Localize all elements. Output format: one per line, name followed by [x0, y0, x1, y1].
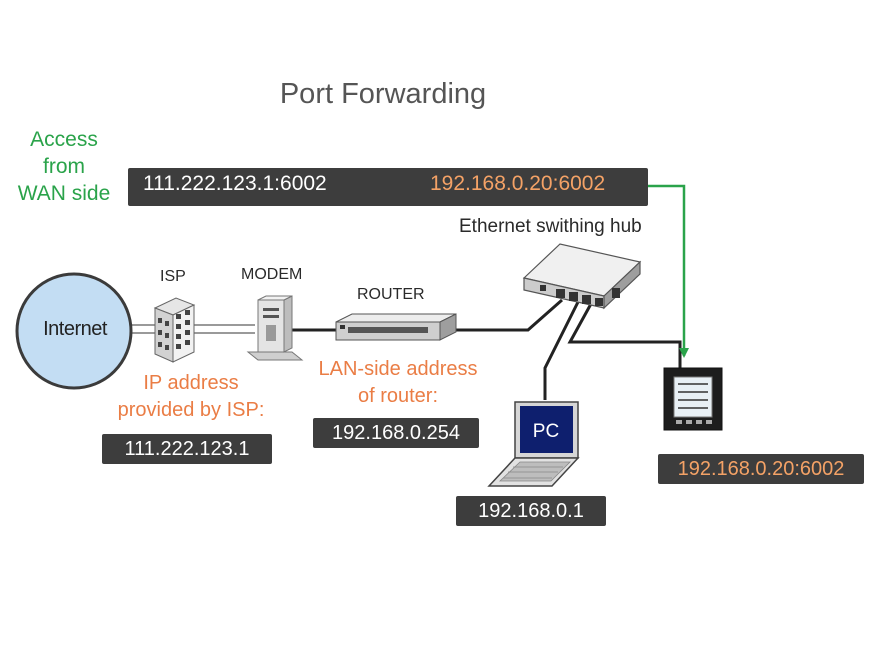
hub-label: Ethernet swithing hub — [459, 216, 642, 237]
modem-icon — [246, 295, 304, 361]
isp-address-value: 111.222.123.1 — [102, 434, 272, 464]
router-label: ROUTER — [357, 286, 425, 303]
wan-source-address: 111.222.123.1:6002 — [143, 172, 327, 195]
modem-label: MODEM — [241, 266, 303, 283]
pc-label: PC — [533, 421, 559, 442]
wan-label-line: Access — [30, 128, 98, 151]
wan-label-line: WAN side — [17, 182, 111, 205]
wan-cable — [130, 324, 255, 334]
router-icon — [335, 313, 457, 341]
isp-label: ISP — [160, 268, 186, 285]
isp-address-label-line: provided by ISP: — [117, 399, 265, 421]
router-address-label: LAN-side address of router: — [300, 356, 496, 410]
internet-label: Internet — [43, 318, 107, 340]
laptop-icon — [487, 401, 580, 487]
wan-access-label: Access from WAN side — [6, 126, 122, 207]
forward-route-line — [648, 184, 689, 358]
power-meter-icon — [663, 367, 723, 431]
router-address-value: 192.168.0.254 — [313, 418, 479, 448]
wan-destination-address: 192.168.0.20:6002 — [430, 172, 606, 195]
diagram-title: Port Forwarding — [279, 78, 487, 110]
ethernet-hub-icon — [522, 243, 642, 310]
wan-label-line: from — [43, 155, 85, 178]
isp-address-label-line: IP address — [143, 372, 239, 394]
internet-icon — [15, 272, 133, 390]
wan-forward-bar — [128, 168, 648, 206]
router-address-label-line: of router: — [357, 385, 439, 407]
pc-address-value: 192.168.0.1 — [456, 496, 606, 526]
device-address-value: 192.168.0.20:6002 — [658, 454, 864, 484]
isp-server-icon — [153, 297, 196, 363]
isp-address-label: IP address provided by ISP: — [96, 370, 286, 424]
router-address-label-line: LAN-side address — [318, 358, 478, 380]
